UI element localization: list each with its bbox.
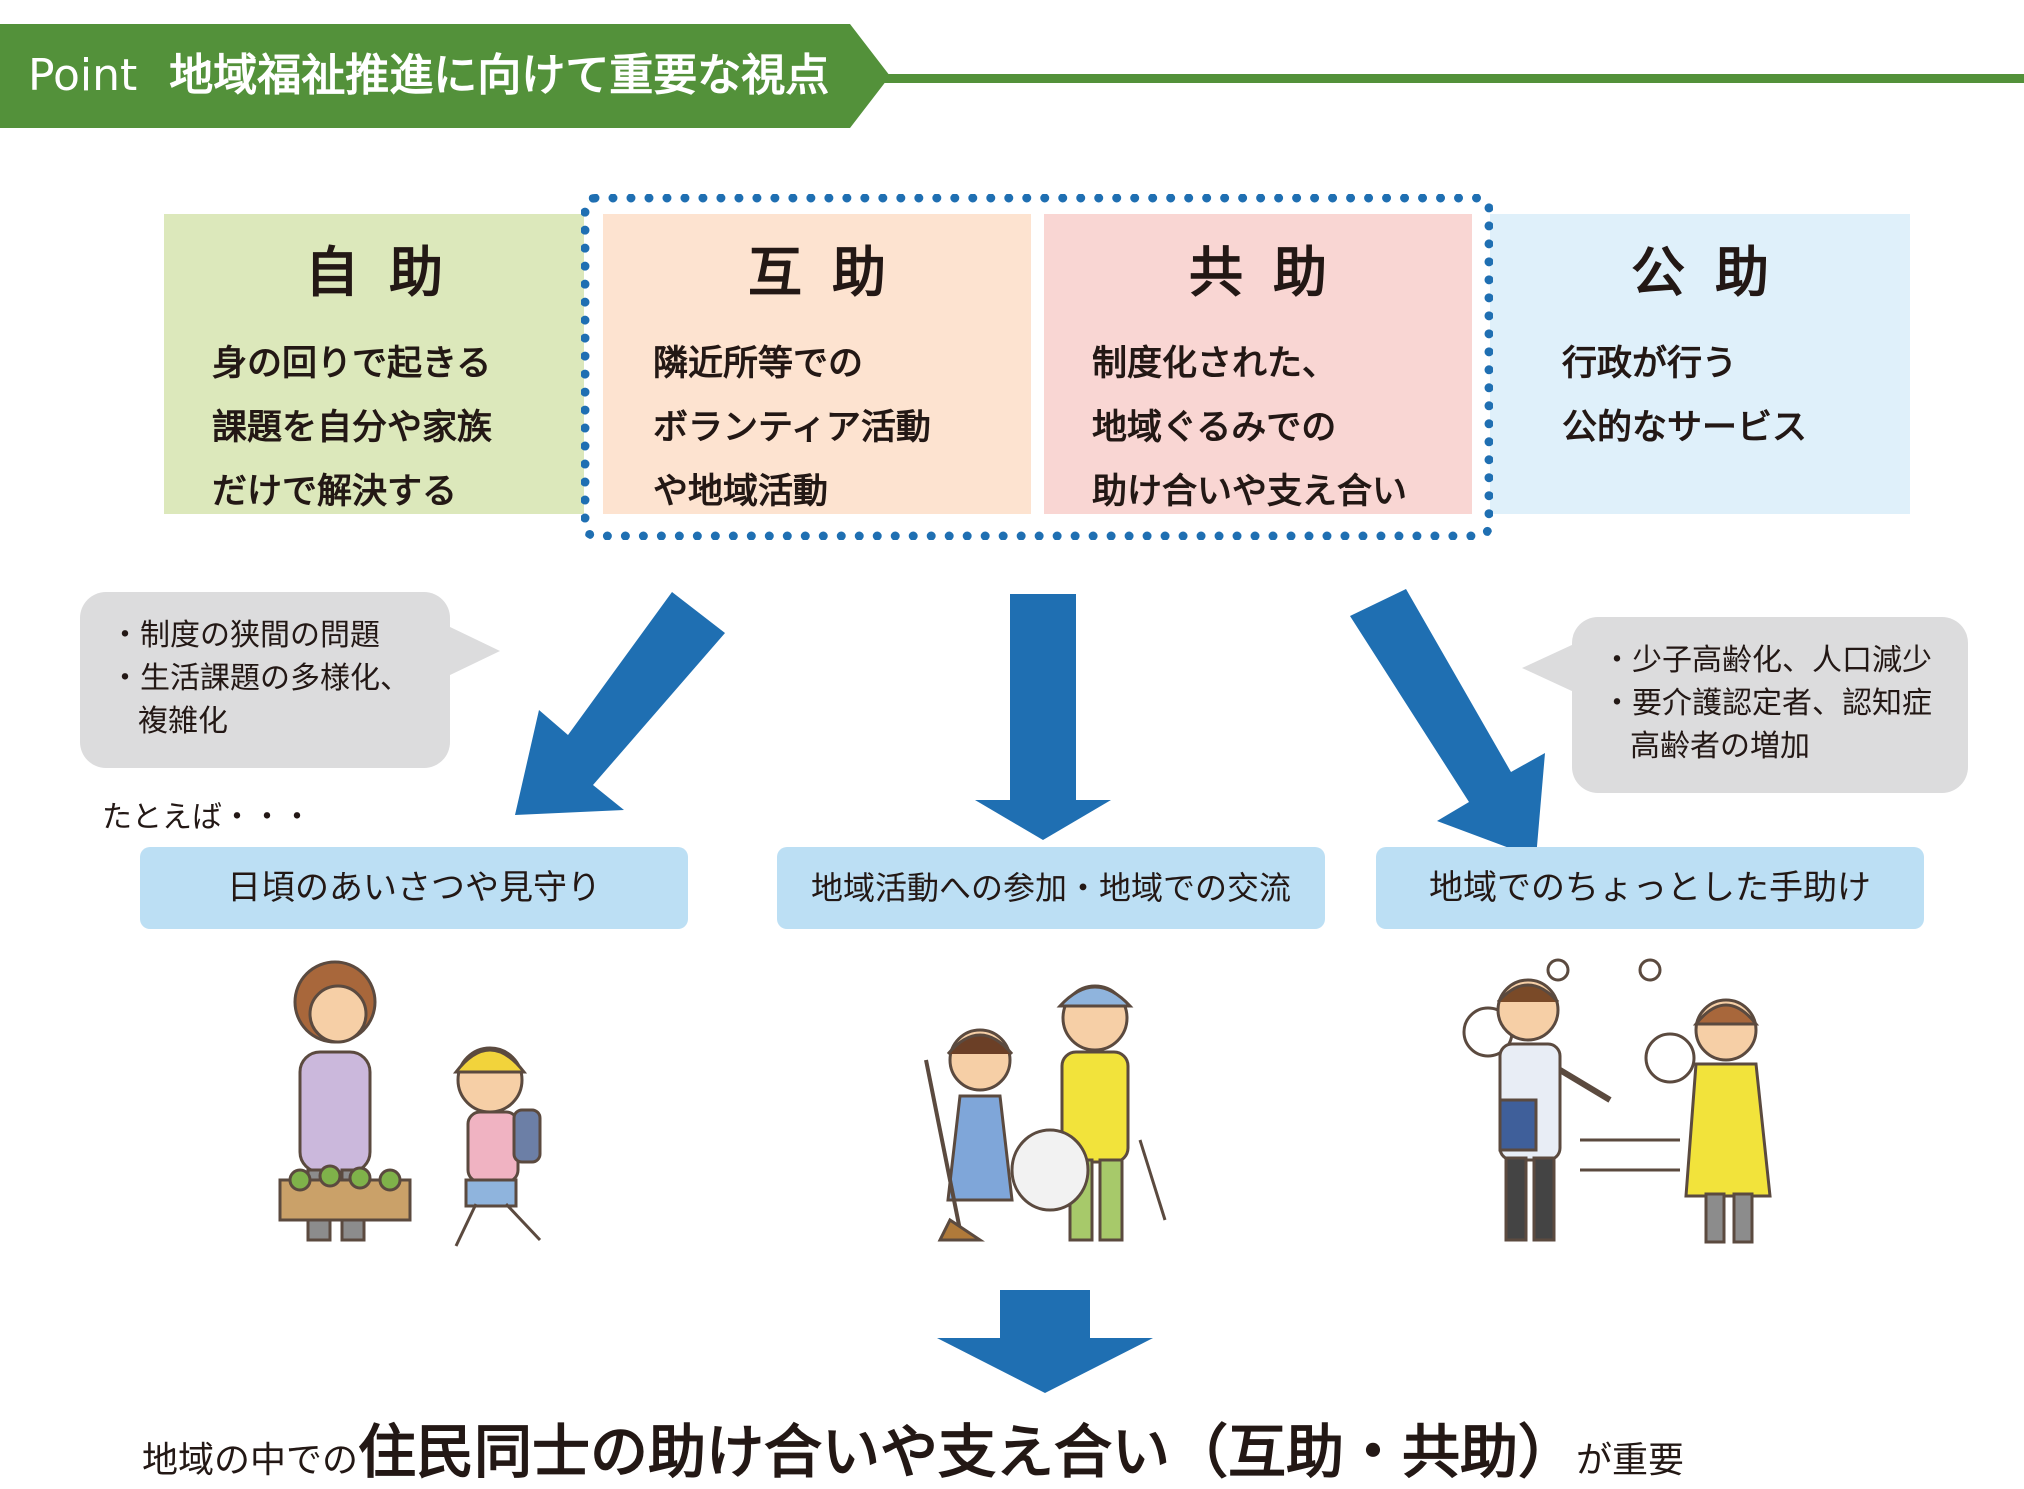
conclusion: 地域の中での住民同士の助け合いや支え合い（互助・共助）が重要 bbox=[142, 1405, 1684, 1489]
bubble-line: 複雑化 bbox=[138, 704, 228, 739]
category-title: 公助 bbox=[1631, 241, 1799, 304]
category-body: 身の回りで起きる 課題を自分や家族 だけで解決する bbox=[212, 332, 492, 524]
category-title: 共助 bbox=[1189, 241, 1357, 304]
title-text: 地域福祉推進に向けて重要な視点 bbox=[169, 50, 830, 101]
example-community-activity: 地域活動への参加・地域での交流 bbox=[777, 847, 1325, 929]
arrow-down-head bbox=[975, 800, 1111, 840]
bubble-line: ・生活課題の多様化、 bbox=[110, 661, 410, 696]
category-body: 行政が行う 公的なサービス bbox=[1562, 332, 1807, 460]
category-gojo: 互助 隣近所等での ボランティア活動 や地域活動 bbox=[603, 214, 1031, 514]
example-greeting: 日頃のあいさつや見守り bbox=[140, 847, 688, 929]
example-small-help: 地域でのちょっとした手助け bbox=[1376, 847, 1924, 929]
bubble-line: ・要介護認定者、認知症 bbox=[1602, 686, 1932, 721]
category-line: や地域活動 bbox=[653, 472, 829, 512]
bubble-line: ・少子高齢化、人口減少 bbox=[1602, 643, 1932, 678]
category-line: 身の回りで起きる bbox=[212, 344, 492, 384]
example-intro: たとえば・・・ bbox=[102, 800, 312, 835]
illustration-community-activity bbox=[924, 984, 1167, 1242]
illustration-greeting bbox=[278, 960, 542, 1247]
category-line: 課題を自分や家族 bbox=[212, 408, 493, 448]
bubble-line: 高齢者の増加 bbox=[1630, 729, 1810, 764]
bubble-tail-left bbox=[448, 626, 500, 676]
illustration-small-help bbox=[1462, 958, 1772, 1244]
category-line: 行政が行う bbox=[1562, 344, 1738, 384]
header-rule bbox=[0, 74, 2024, 83]
highlight-dotted-frame bbox=[581, 194, 1493, 540]
category-jijo: 自助 身の回りで起きる 課題を自分や家族 だけで解決する bbox=[164, 214, 584, 514]
category-line: 隣近所等での bbox=[653, 344, 864, 384]
issue-bubble-right: ・少子高齢化、人口減少 ・要介護認定者、認知症 高齢者の増加 bbox=[1572, 617, 1968, 793]
conclusion-prefix: 地域の中での bbox=[142, 1440, 359, 1481]
arrow-conclusion-head bbox=[937, 1338, 1153, 1393]
category-kyojo: 共助 制度化された、 地域ぐるみでの 助け合いや支え合い bbox=[1044, 214, 1472, 514]
arrow-down-shaft bbox=[1010, 594, 1076, 804]
category-line: だけで解決する bbox=[212, 472, 458, 512]
arrow-conclusion-shaft bbox=[1000, 1290, 1090, 1340]
category-body: 制度化された、 地域ぐるみでの 助け合いや支え合い bbox=[1092, 332, 1407, 524]
category-title: 自助 bbox=[305, 241, 473, 304]
category-line: ボランティア活動 bbox=[653, 408, 931, 448]
category-line: 助け合いや支え合い bbox=[1092, 472, 1408, 512]
arrow-down-left bbox=[515, 592, 725, 815]
category-body: 隣近所等での ボランティア活動 や地域活動 bbox=[653, 332, 931, 524]
page-title: Point 地域福祉推進に向けて重要な視点 bbox=[28, 24, 829, 128]
point-label: Point bbox=[28, 50, 138, 101]
conclusion-suffix: が重要 bbox=[1576, 1440, 1685, 1481]
bubble-tail-right bbox=[1522, 644, 1574, 692]
category-title: 互助 bbox=[748, 241, 916, 304]
category-kojo: 公助 行政が行う 公的なサービス bbox=[1490, 214, 1910, 514]
conclusion-main: 住民同士の助け合いや支え合い（互助・共助） bbox=[358, 1418, 1577, 1486]
category-line: 制度化された、 bbox=[1092, 344, 1338, 384]
header-tab bbox=[0, 24, 890, 128]
bubble-line: ・制度の狭間の問題 bbox=[110, 618, 380, 653]
category-line: 公的なサービス bbox=[1562, 408, 1808, 448]
issue-bubble-left: ・制度の狭間の問題 ・生活課題の多様化、 複雑化 bbox=[80, 592, 450, 768]
arrow-down-right bbox=[1350, 589, 1545, 858]
category-line: 地域ぐるみでの bbox=[1092, 408, 1337, 448]
